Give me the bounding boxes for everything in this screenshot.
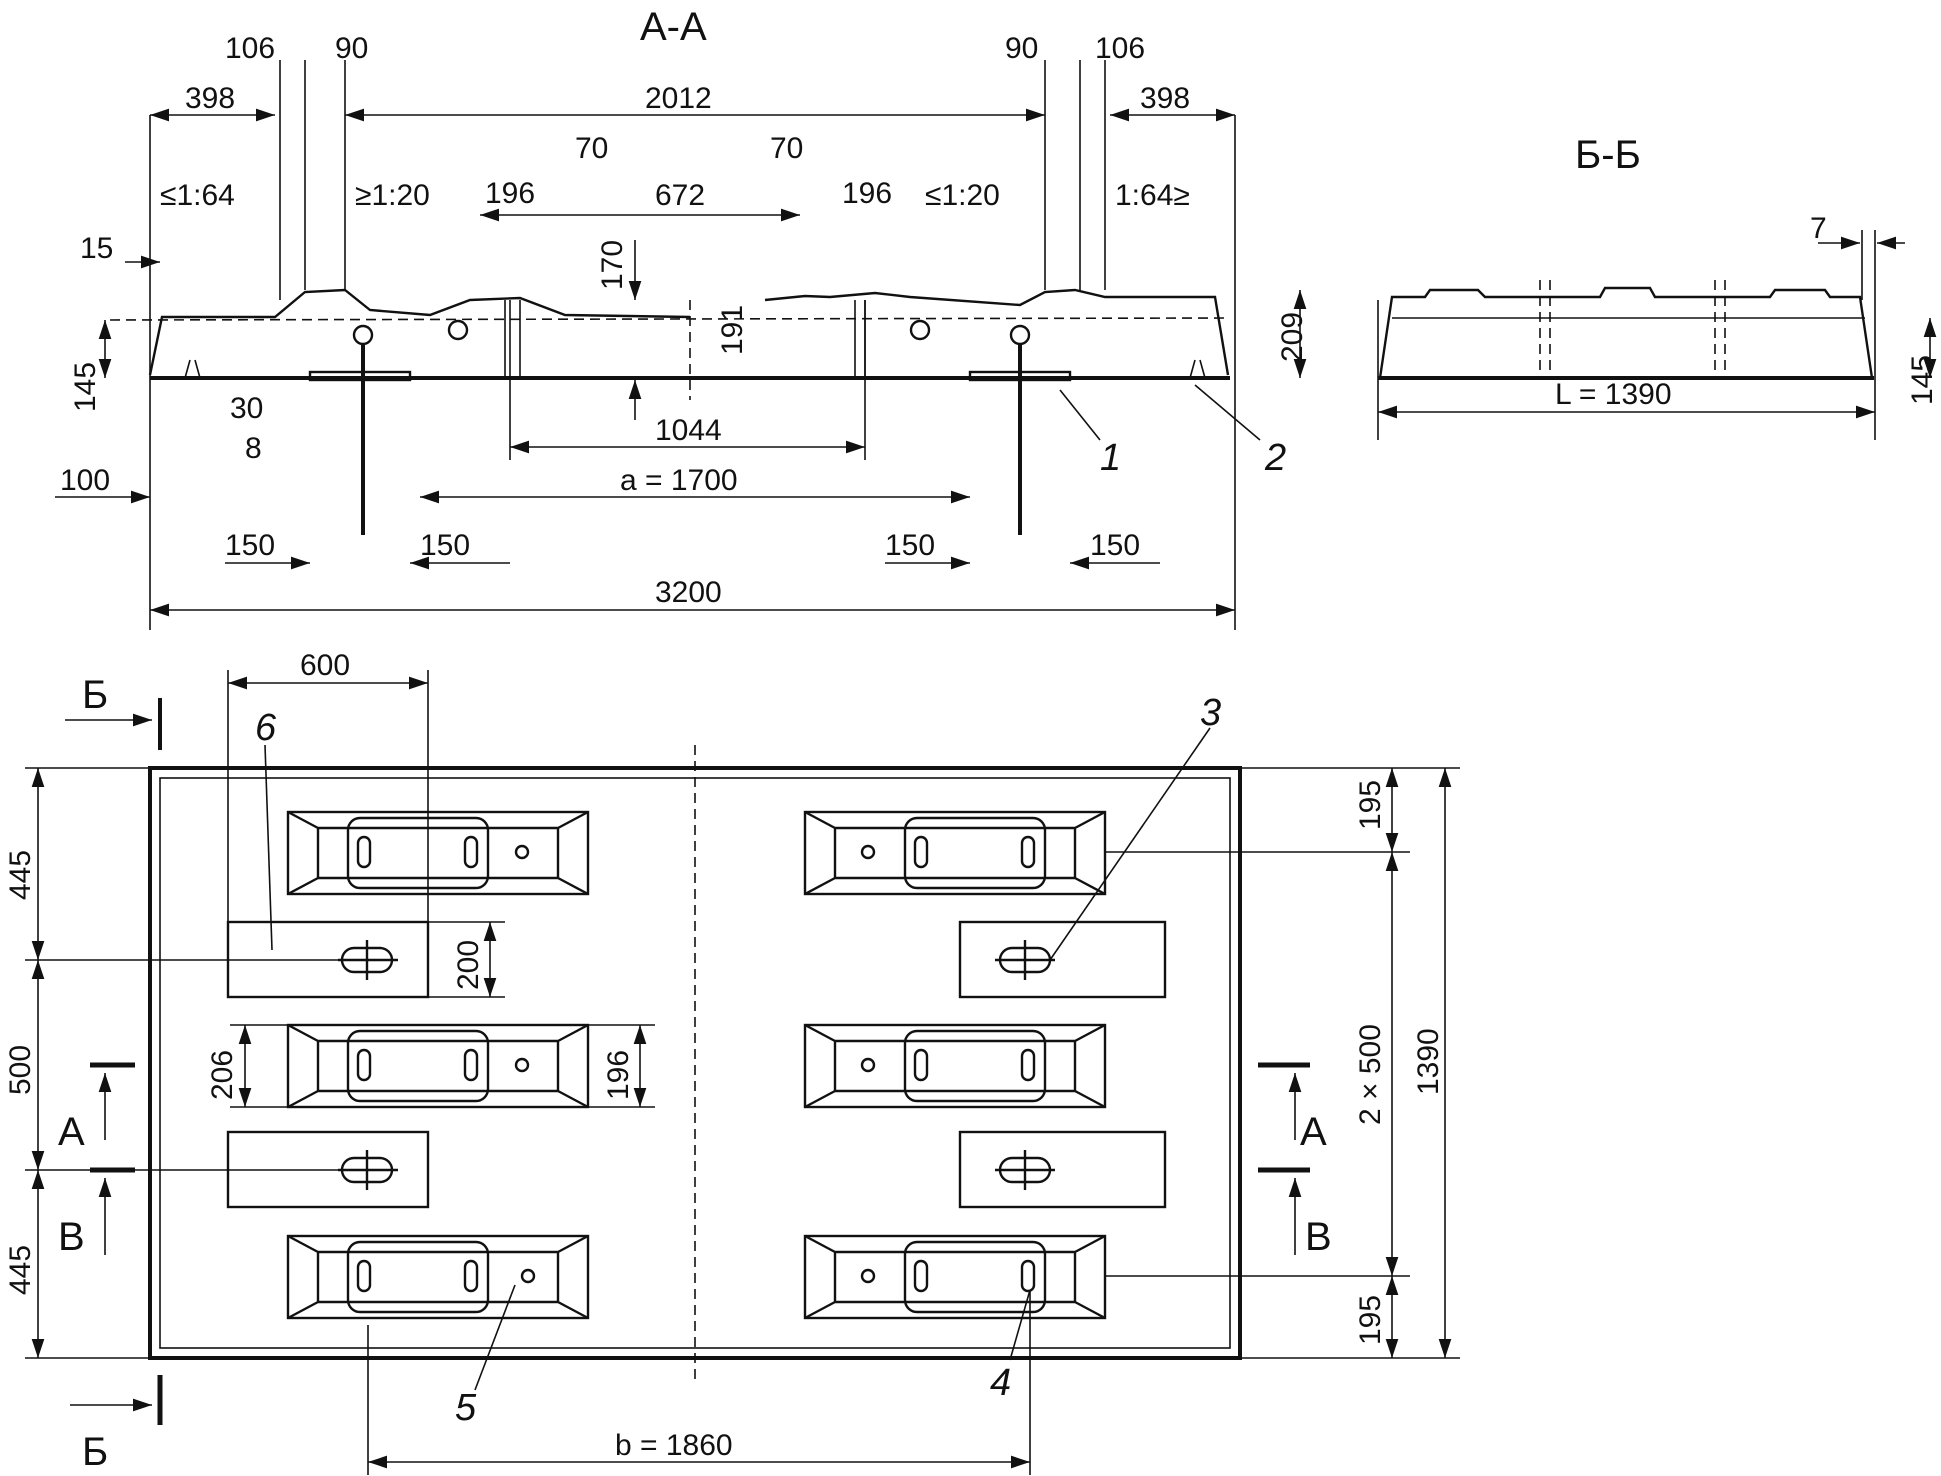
dim-15: 15 <box>80 232 113 265</box>
callout-5: 5 <box>455 1387 477 1429</box>
rail-seat-left-1 <box>286 810 590 896</box>
aa-pad-left <box>308 370 412 382</box>
slope-inner-left: ≥1:20 <box>355 179 430 212</box>
callout-2: 2 <box>1264 437 1286 479</box>
dim-145-aa: 145 <box>69 362 102 412</box>
callout-6: 6 <box>255 707 277 749</box>
cut-label-a-left: А <box>58 1110 85 1154</box>
dim-L-1390: L = 1390 <box>1555 378 1672 411</box>
aa-grooves <box>184 300 1206 379</box>
dim-7: 7 <box>1810 212 1827 245</box>
cut-label-v-right: В <box>1305 1215 1332 1259</box>
anchor-plate-right-2 <box>958 1130 1167 1209</box>
aa-top-ref-line <box>109 317 1231 321</box>
callout-3: 3 <box>1200 692 1221 734</box>
rail-seat-left-2 <box>286 1023 590 1109</box>
rail-seat-left-3 <box>286 1234 590 1320</box>
dim-200: 200 <box>452 940 485 990</box>
section-aa: А-А <box>55 5 1309 630</box>
dim-672: 672 <box>655 179 705 212</box>
dim-3200: 3200 <box>655 576 722 609</box>
bb-dimensions <box>1377 230 1937 440</box>
aa-bolt-1 <box>352 324 374 346</box>
callout-1: 1 <box>1100 437 1121 479</box>
dim-1390: 1390 <box>1412 1028 1445 1095</box>
dim-100: 100 <box>60 464 110 497</box>
dim-445-top: 445 <box>4 850 37 900</box>
rail-seat-right-3 <box>803 1234 1107 1320</box>
aa-bolt-3 <box>909 319 931 341</box>
section-bb-title: Б-Б <box>1575 133 1641 177</box>
cut-label-a-right: А <box>1300 1110 1327 1154</box>
dim-500: 500 <box>4 1045 37 1095</box>
dim-600: 600 <box>300 649 350 682</box>
cut-label-v-left: В <box>58 1215 85 1259</box>
dim-206: 206 <box>206 1050 239 1100</box>
dim-90-left: 90 <box>335 32 368 65</box>
dim-b-1860: b = 1860 <box>615 1429 733 1462</box>
dim-196-left: 196 <box>485 177 535 210</box>
dim-8: 8 <box>245 432 262 465</box>
dim-196-right: 196 <box>842 177 892 210</box>
dim-70-right: 70 <box>770 132 803 165</box>
dim-70-left: 70 <box>575 132 608 165</box>
dim-191: 191 <box>716 305 749 355</box>
anchor-plate-right-1 <box>958 920 1167 999</box>
dim-150-4: 150 <box>1090 529 1140 562</box>
slope-left: ≤1:64 <box>160 179 235 212</box>
dim-196-plan: 196 <box>602 1050 635 1100</box>
callout-4: 4 <box>990 1362 1011 1404</box>
slope-right: 1:64≥ <box>1115 179 1190 212</box>
dim-2012: 2012 <box>645 82 712 115</box>
cut-markers <box>65 698 1310 1425</box>
aa-bolt-2 <box>447 319 469 341</box>
dim-195-bottom: 195 <box>1354 1295 1387 1345</box>
dim-150-3: 150 <box>885 529 935 562</box>
plan-dimensions <box>25 670 1460 1475</box>
dim-106-right: 106 <box>1095 32 1145 65</box>
dim-106-left: 106 <box>225 32 275 65</box>
dim-a-1700: a = 1700 <box>620 464 738 497</box>
dim-150-2: 150 <box>420 529 470 562</box>
dim-170: 170 <box>596 240 629 290</box>
dim-209: 209 <box>1276 312 1309 362</box>
bb-grooves <box>1539 280 1726 378</box>
section-aa-title: А-А <box>640 5 707 49</box>
cut-label-b-bottom: Б <box>82 1430 108 1474</box>
dim-90-right: 90 <box>1005 32 1038 65</box>
cut-label-b-top: Б <box>82 673 108 717</box>
aa-dimensions <box>55 60 1307 630</box>
dim-195-top: 195 <box>1354 780 1387 830</box>
plan-outer-outline <box>148 766 1242 1360</box>
section-bb: Б-Б 7 145 L = 1390 <box>1377 133 1939 440</box>
dim-150-1: 150 <box>225 529 275 562</box>
bb-slab-outline <box>1378 286 1874 380</box>
slope-inner-right: ≤1:20 <box>925 179 1000 212</box>
dim-2x500: 2 × 500 <box>1354 1024 1387 1125</box>
dim-445-bottom: 445 <box>4 1245 37 1295</box>
aa-slab-outline <box>148 288 1230 376</box>
dim-30: 30 <box>230 392 263 425</box>
rail-seat-right-2 <box>803 1023 1107 1109</box>
aa-bolt-4 <box>1009 324 1031 346</box>
dim-1044: 1044 <box>655 414 722 447</box>
rail-seat-right-1 <box>803 810 1107 896</box>
plan-view: 600 445 500 445 200 206 196 195 2 × 500 … <box>4 649 1460 1475</box>
dim-398-left: 398 <box>185 82 235 115</box>
dim-398-right: 398 <box>1140 82 1190 115</box>
dim-145-bb: 145 <box>1906 355 1939 405</box>
